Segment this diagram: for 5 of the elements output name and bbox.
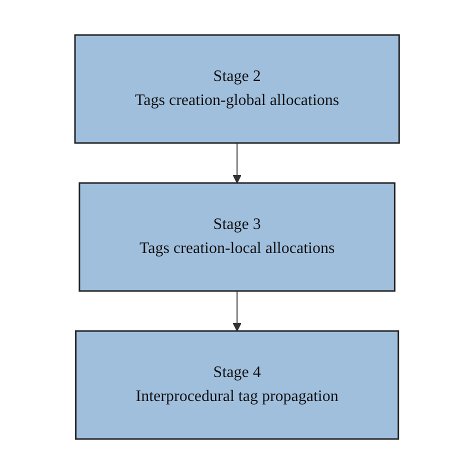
- node-box: Stage 2 Tags creation-global allocations: [74, 34, 400, 144]
- node-box: Stage 4 Interprocedural tag propagation: [74, 330, 400, 440]
- node-box: Stage 3 Tags creation-local allocations: [78, 182, 396, 292]
- arrow: [232, 142, 242, 184]
- arrow: [232, 290, 242, 332]
